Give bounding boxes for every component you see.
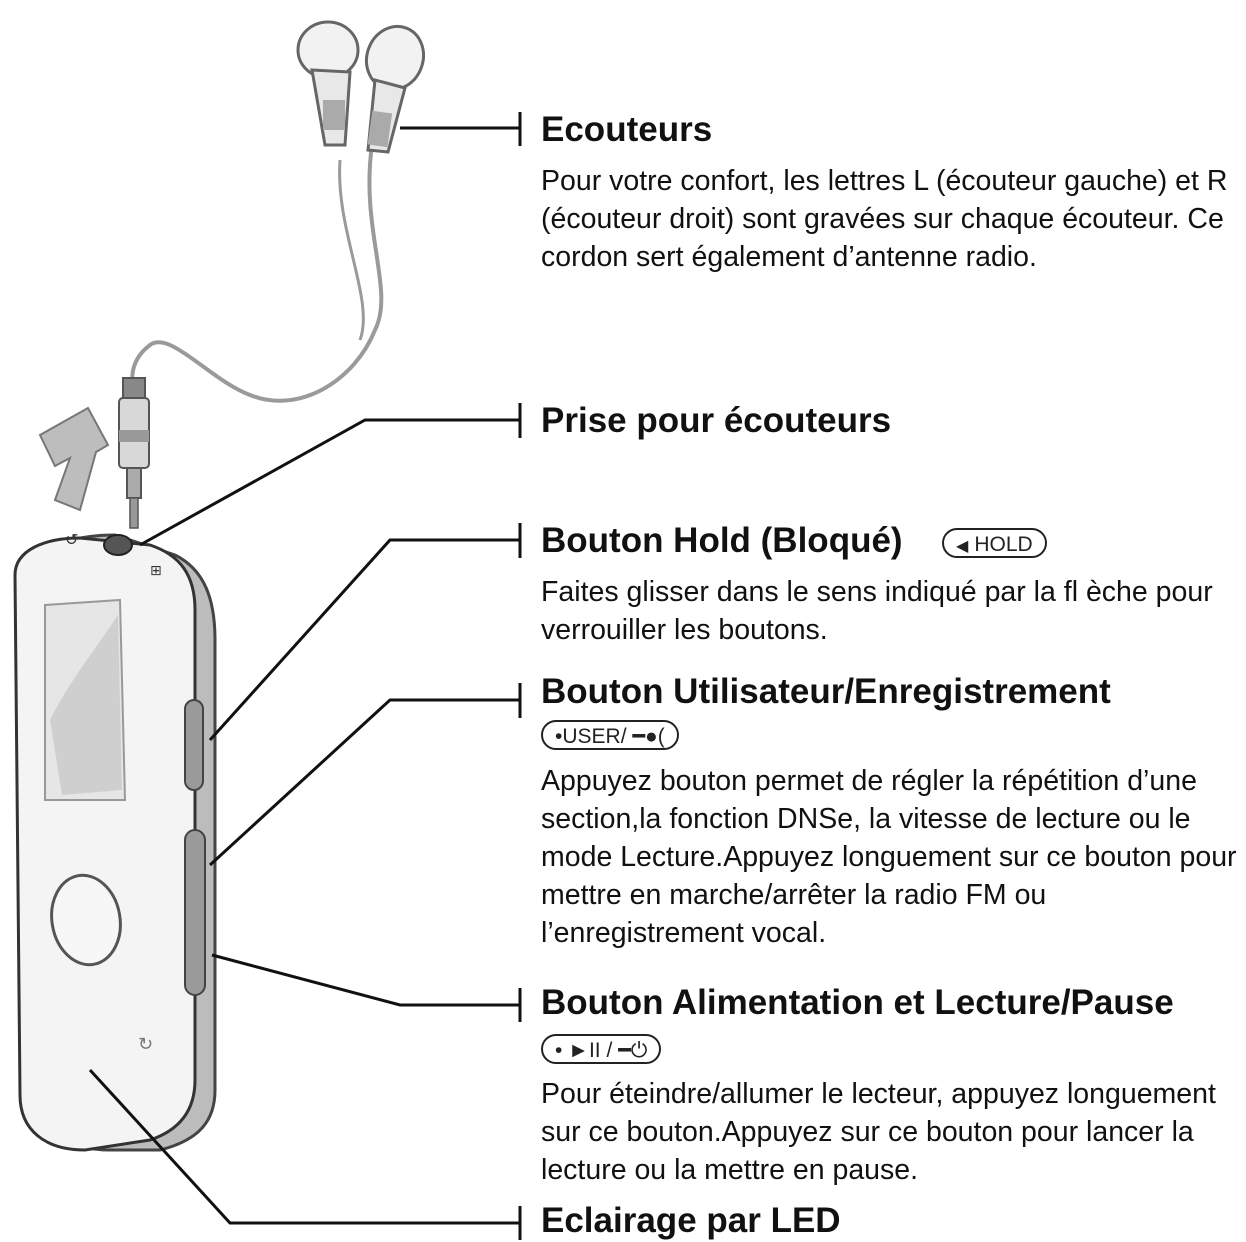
power-play-badge: • ►II / ━⏻ bbox=[541, 1034, 662, 1064]
navigation-pad bbox=[50, 873, 122, 967]
insert-arrow-icon bbox=[38, 406, 110, 512]
svg-text:↺: ↺ bbox=[65, 530, 78, 549]
right-earbud-icon bbox=[365, 24, 425, 154]
mp3-player-device: ↺ ⊞ ↻ bbox=[13, 530, 217, 1152]
leader-hold bbox=[208, 538, 520, 742]
jack-title: Prise pour écouteurs bbox=[541, 401, 892, 440]
earphones-description: Pour votre confort, les lettres L (écout… bbox=[541, 165, 1228, 273]
headphone-plug-icon bbox=[118, 377, 150, 529]
leader-led bbox=[88, 1068, 520, 1225]
leader-power bbox=[211, 953, 520, 1007]
led-title: Eclairage par LED bbox=[541, 1201, 841, 1240]
leader-lines bbox=[88, 112, 522, 1240]
left-earbud-icon bbox=[296, 20, 360, 147]
svg-text:⊞: ⊞ bbox=[150, 563, 162, 579]
earphone-cord bbox=[130, 144, 384, 403]
leader-user bbox=[208, 698, 520, 867]
hold-description: Faites glisser dans le sens indiqué par … bbox=[541, 576, 1213, 646]
earphones-title: Ecouteurs bbox=[541, 110, 713, 149]
user-rec-description: Appuyez bouton permet de régler la répét… bbox=[541, 765, 1237, 949]
side-button-user bbox=[184, 699, 204, 791]
power-play-title: Bouton Alimentation et Lecture/Pause bbox=[541, 983, 1174, 1022]
power-play-description: Pour éteindre/allumer le lecteur, appuye… bbox=[541, 1078, 1216, 1186]
hold-title: Bouton Hold (Bloqué) bbox=[541, 521, 903, 560]
side-button-play bbox=[184, 829, 206, 996]
jack-hole bbox=[103, 534, 133, 556]
leader-jack bbox=[139, 418, 520, 547]
user-rec-title: Bouton Utilisateur/Enregistrement bbox=[541, 672, 1111, 711]
user-rec-badge: •USER/ ━●( bbox=[541, 720, 679, 750]
hold-badge-label: HOLD bbox=[974, 533, 1033, 556]
left-triangle-icon: ◀ bbox=[956, 538, 969, 555]
hold-badge: ◀ HOLD bbox=[942, 528, 1047, 558]
svg-text:↻: ↻ bbox=[138, 1034, 153, 1055]
